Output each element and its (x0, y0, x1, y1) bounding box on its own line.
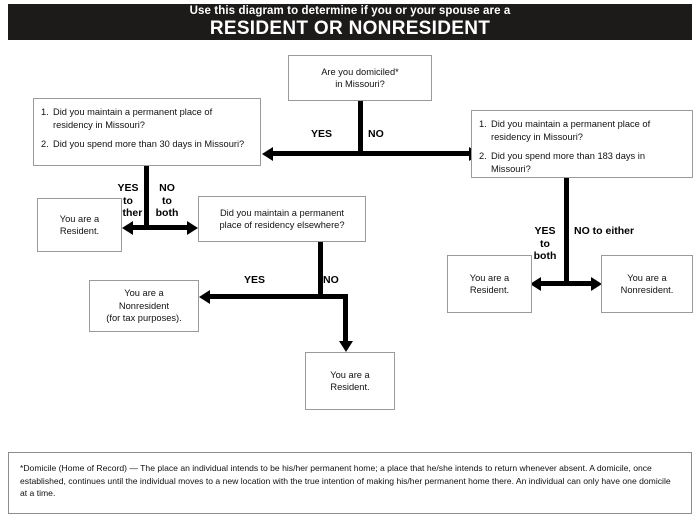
list-item-number: 1. (479, 119, 487, 129)
edge-start-yes-arrowhead (262, 146, 273, 161)
edge-label-line3: both (533, 250, 557, 262)
node-nonresident-left-line1: You are a (124, 288, 164, 299)
page-title: RESIDENT OR NONRESIDENT (209, 18, 491, 39)
edge-label-line2: to (123, 194, 133, 207)
node-start-line1: Are you domiciled* (321, 66, 399, 77)
node-resident-bottom: You are a Resident. (305, 352, 395, 410)
list-item-text: Did you spend more than 183 days in Miss… (491, 151, 646, 174)
header-banner: Use this diagram to determine if you or … (8, 4, 692, 40)
edge-mo30-yes-line (132, 225, 146, 230)
list-item-number: 1. (41, 107, 49, 117)
node-resident-left-line1: You are a (59, 213, 100, 224)
node-resident-bottom-line1: You are a (330, 369, 370, 380)
node-resident-right: You are a Resident. (447, 255, 532, 313)
node-resident-right-line2: Resident. (469, 285, 510, 295)
list-item: 1. Did you maintain a permanent place of… (41, 106, 252, 131)
edge-start-yes-line (272, 151, 360, 156)
edge-label-line1: YES (534, 225, 556, 237)
node-nonresident-left-line3: (for tax purposes). (106, 313, 182, 324)
node-nonresident-left: You are a Nonresident (for tax purposes)… (89, 280, 199, 332)
edge-label-line2: to (162, 194, 172, 207)
node-are-you-domiciled: Are you domiciled* in Missouri? (288, 55, 432, 101)
edge-mo183-yes-line (540, 281, 568, 286)
edge-label-line1: YES (117, 182, 139, 194)
node-nonresident-right: You are a Nonresident. (601, 255, 693, 313)
node-resident-left-line2: Resident. (59, 226, 100, 236)
edge-label-elsewhere-yes: YES (244, 274, 266, 286)
edge-mo183-no-arrowhead (591, 276, 602, 291)
node-resident-left: You are a Resident. (37, 198, 122, 252)
node-nonresident-left-line2: Nonresident (118, 300, 170, 311)
node-residency-elsewhere: Did you maintain a permanent place of re… (198, 196, 366, 242)
node-resident-right-line1: You are a (469, 272, 510, 283)
edge-label-line2: to (540, 237, 550, 250)
edge-elsewhere-no-jog (318, 294, 348, 299)
edge-mo183-no-line (564, 281, 592, 286)
edge-start-no-line (358, 151, 470, 156)
edge-elsewhere-yes-arrowhead (199, 289, 210, 304)
edge-mo30-yes-arrowhead (122, 220, 133, 235)
edge-elsewhere-no-drop (343, 294, 348, 342)
node-elsewhere-line1: Did you maintain a permanent (219, 207, 344, 218)
edge-label-start-no: NO (368, 128, 384, 140)
list-item-text: Did you maintain a permanent place of re… (53, 107, 213, 130)
edge-start-stem (358, 101, 363, 153)
list-item-number: 2. (479, 151, 487, 162)
edge-label-mo183-yes-both: YES to both (528, 225, 562, 263)
node-nonresident-right-line1: You are a (627, 272, 667, 283)
node-elsewhere-line2: place of residency elsewhere? (219, 220, 345, 230)
edge-elsewhere-yes-line (209, 294, 323, 299)
list-item: 1. Did you maintain a permanent place of… (479, 118, 684, 143)
edge-mo30-no-line (144, 225, 188, 230)
node-start-line2: in Missouri? (335, 79, 385, 89)
edge-label-line1: NO (159, 182, 175, 194)
edge-elsewhere-no-arrowhead (338, 341, 353, 352)
edge-label-mo30-no-both: NO to both (152, 182, 182, 220)
node-resident-bottom-line2: Resident. (330, 382, 370, 392)
edge-mo183-stem (564, 178, 569, 284)
edge-label-line3: both (155, 207, 179, 219)
edge-label-mo183-no-either: NO to either (574, 225, 635, 237)
edge-label-elsewhere-no: NO (323, 274, 339, 286)
node-nonresident-right-line2: Nonresident. (620, 285, 674, 295)
list-item: 2. Did you spend more than 30 days in Mi… (41, 138, 252, 151)
list-item-number: 2. (41, 139, 49, 150)
list-item-text: Did you maintain a permanent place of re… (491, 119, 651, 142)
node-missouri-30-days: 1. Did you maintain a permanent place of… (33, 98, 261, 166)
list-item: 2. Did you spend more than 183 days in M… (479, 150, 684, 175)
list-item-text: Did you spend more than 30 days in Misso… (53, 139, 245, 150)
header-subtitle: Use this diagram to determine if you or … (189, 5, 511, 17)
edge-elsewhere-stem (318, 242, 323, 298)
edge-mo183-yes-arrowhead (530, 276, 541, 291)
edge-label-start-yes: YES (311, 128, 333, 140)
edge-mo30-no-arrowhead (187, 220, 198, 235)
node-missouri-183-days: 1. Did you maintain a permanent place of… (471, 110, 693, 178)
edge-mo30-stem (144, 166, 149, 228)
footnote-domicile-definition: *Domicile (Home of Record) — The place a… (8, 452, 692, 514)
